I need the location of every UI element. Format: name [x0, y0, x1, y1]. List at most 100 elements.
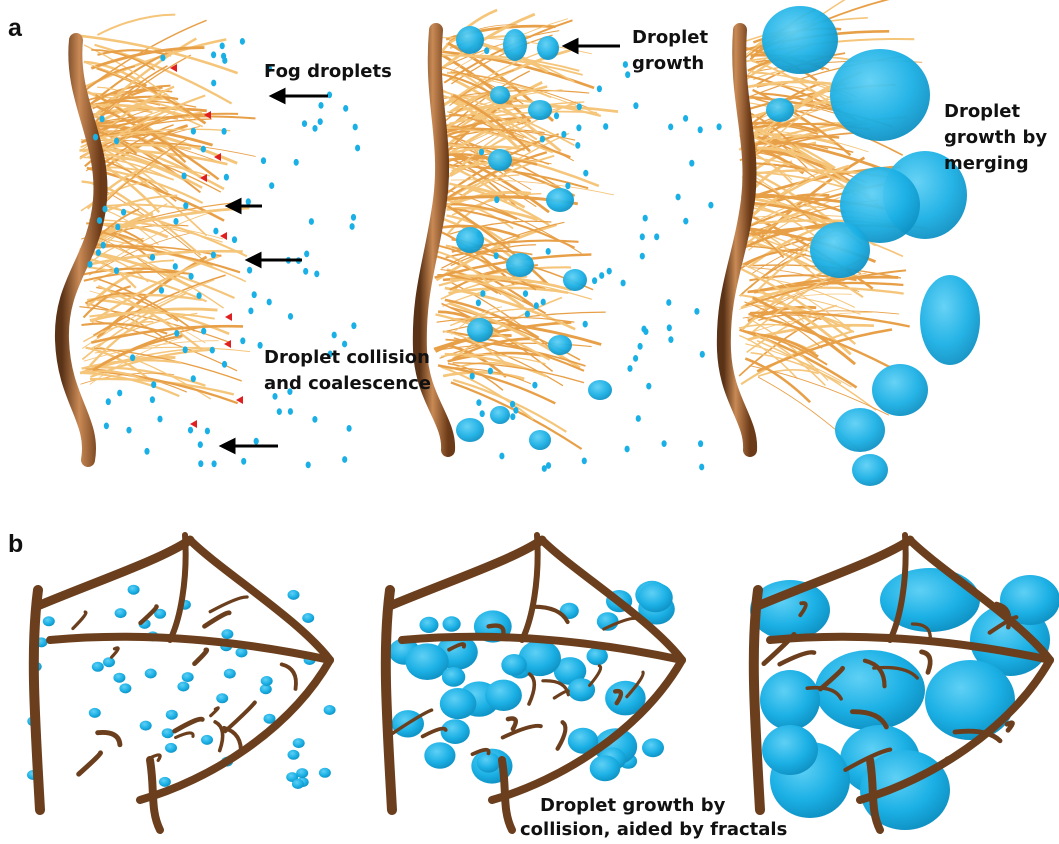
leaf-vein [392, 540, 542, 605]
fog-droplet [350, 223, 355, 230]
fog-droplet [267, 299, 272, 306]
fog-droplet [351, 322, 356, 329]
fog-droplet [144, 448, 149, 455]
label-merging-3: merging [944, 152, 1029, 175]
fog-droplet [182, 173, 187, 180]
water-droplet [103, 657, 115, 667]
red-arrow [225, 313, 232, 321]
water-droplet [293, 738, 305, 748]
water-droplet [519, 640, 561, 676]
fog-droplet [351, 214, 356, 221]
fog-droplet [258, 342, 263, 349]
fog-droplet [625, 446, 630, 453]
fog-droplet [694, 308, 699, 315]
water-droplet [288, 590, 300, 600]
fog-droplet [189, 273, 194, 280]
leaf-vein [780, 652, 815, 664]
leaf-vein [529, 674, 534, 704]
fog-droplet [318, 118, 323, 125]
fog-droplet [332, 332, 337, 339]
fog-droplet [318, 102, 323, 109]
water-droplet [762, 725, 818, 775]
stem-a1 [62, 40, 101, 460]
panel-letter-b: b [8, 530, 23, 559]
water-droplet [216, 693, 228, 703]
label-fractal-2: collision, aided by fractals [520, 818, 787, 841]
fog-droplet [565, 182, 570, 189]
fog-droplet [488, 368, 493, 375]
leaf-vein [79, 753, 101, 774]
fog-droplet [160, 55, 165, 62]
fog-droplet [476, 399, 481, 406]
water-droplet [766, 98, 794, 122]
fog-droplet [114, 138, 119, 145]
fog-droplet [353, 124, 358, 131]
fog-droplet [627, 365, 632, 372]
water-droplet [563, 269, 587, 291]
water-droplet [224, 669, 236, 679]
fog-droplet [150, 254, 155, 261]
water-droplet [440, 688, 477, 719]
fog-droplet [494, 252, 499, 259]
leaf-vein [211, 708, 219, 716]
fog-droplet [159, 287, 164, 294]
fog-droplet [188, 427, 193, 434]
fog-droplet [534, 302, 539, 309]
leaf-vein [558, 722, 566, 749]
fog-droplet [523, 290, 528, 297]
water-droplet [442, 667, 465, 687]
water-droplet [537, 36, 559, 60]
water-droplet [488, 149, 512, 171]
fog-droplet [173, 263, 178, 270]
fog-droplet [288, 313, 293, 320]
water-droplet [529, 430, 551, 450]
arrow-a1-3-head [222, 440, 234, 452]
water-droplet [588, 380, 612, 400]
fog-droplet [121, 209, 126, 216]
fog-droplet [640, 253, 645, 260]
water-droplet [920, 275, 980, 365]
fog-droplet [540, 136, 545, 143]
leaf-vein [40, 540, 190, 605]
fog-droplet [633, 355, 638, 362]
leaf-vein [554, 691, 568, 698]
water-droplet [261, 676, 273, 686]
fog-droplet [698, 126, 703, 133]
fog-droplet [101, 242, 106, 249]
fog-droplet [211, 51, 216, 58]
fog-droplet [93, 134, 98, 141]
fog-droplet [302, 120, 307, 127]
fog-droplet [252, 291, 257, 298]
fog-droplet [100, 116, 105, 123]
fog-droplet [97, 217, 102, 224]
water-droplet [485, 680, 522, 711]
fog-droplet [668, 336, 673, 343]
leaf-vein [175, 719, 203, 731]
fog-droplet [494, 196, 499, 203]
fog-droplet [312, 416, 317, 423]
fog-droplet [191, 375, 196, 382]
fog-droplet [484, 47, 489, 54]
fog-droplet [603, 123, 608, 130]
fog-droplet [222, 128, 227, 135]
fog-droplet [117, 390, 122, 397]
water-droplet [925, 660, 1015, 740]
water-droplet [119, 683, 131, 693]
label-collision-1: Droplet collision [264, 346, 430, 369]
fog-droplet [640, 233, 645, 240]
panel-b-leaf1 [27, 535, 336, 830]
fog-droplet [232, 236, 237, 243]
fog-droplet [666, 299, 671, 306]
fog-droplet [700, 351, 705, 358]
fog-droplet [222, 361, 227, 368]
water-droplet [159, 777, 171, 787]
fog-droplet [126, 427, 131, 434]
fog-droplet [240, 38, 245, 45]
water-droplet [302, 613, 314, 623]
fog-droplet [621, 280, 626, 287]
arrow-a1-2-head [248, 254, 260, 266]
water-droplet [424, 742, 455, 769]
fog-droplet [269, 182, 274, 189]
fog-droplet [201, 328, 206, 335]
water-droplet [490, 406, 510, 424]
